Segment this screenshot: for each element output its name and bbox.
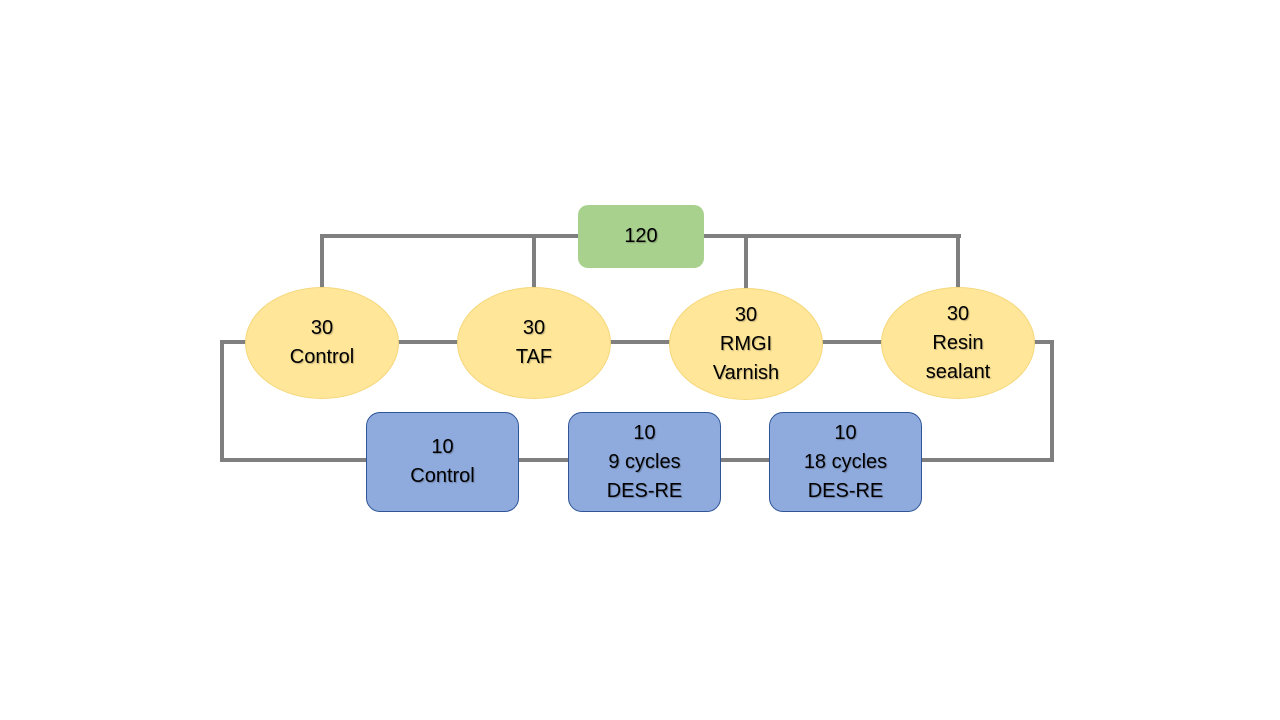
subgroup-label: 18 cycles xyxy=(803,450,888,473)
group-count: 30 xyxy=(946,302,970,325)
subgroup-count: 10 xyxy=(633,421,656,444)
group-label: TAF xyxy=(515,346,553,368)
subgroup-node-control: 10 Control xyxy=(366,412,519,512)
root-node-total: 120 xyxy=(578,205,704,268)
group-node-rmgi-varnish: 30 RMGI Varnish xyxy=(669,288,823,400)
subgroup-node-18-cycles: 10 18 cycles DES-RE xyxy=(769,412,922,512)
group-count: 30 xyxy=(522,317,546,339)
group-count: 30 xyxy=(734,303,758,326)
connector-drop-resin xyxy=(956,234,960,289)
group-node-taf: 30 TAF xyxy=(457,287,611,399)
group-node-resin-sealant: 30 Resin sealant xyxy=(881,287,1035,399)
connector-right-vertical xyxy=(1050,340,1054,462)
root-count: 120 xyxy=(624,225,658,247)
group-label: RMGI xyxy=(719,332,773,355)
subgroup-label: DES-RE xyxy=(807,479,884,502)
subgroup-count: 10 xyxy=(431,436,454,458)
group-node-control: 30 Control xyxy=(245,287,399,399)
group-label: Resin xyxy=(932,331,984,354)
connector-left-vertical xyxy=(220,340,224,462)
connector-middle-bus xyxy=(220,340,1054,344)
subgroup-label: DES-RE xyxy=(606,479,683,502)
subgroup-label: 9 cycles xyxy=(608,450,681,473)
subgroup-label: Control xyxy=(410,465,475,487)
connector-drop-control xyxy=(320,234,324,289)
subgroup-node-9-cycles: 10 9 cycles DES-RE xyxy=(568,412,721,512)
connector-drop-rmgi xyxy=(744,234,748,289)
group-label: Control xyxy=(289,346,355,368)
group-count: 30 xyxy=(310,317,334,339)
subgroup-count: 10 xyxy=(834,421,857,444)
group-label: sealant xyxy=(925,360,991,383)
connector-drop-taf xyxy=(532,234,536,289)
group-label: Varnish xyxy=(712,361,780,384)
